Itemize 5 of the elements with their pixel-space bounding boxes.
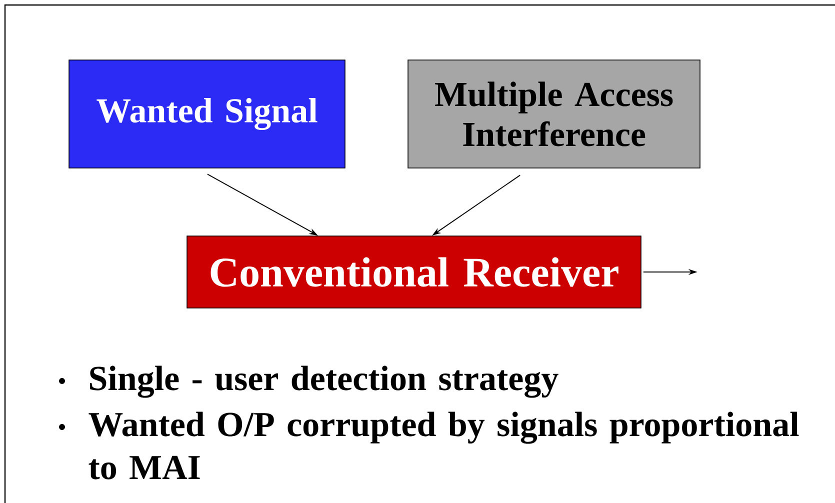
bullet-text: Single - user detection strategy (90, 366, 558, 398)
interference-box: Multiple Access Interference (408, 60, 700, 168)
signal-box: Wanted Signal (68, 60, 346, 168)
receiver-box: Conventional Receiver (186, 236, 642, 308)
bullet-text: Wanted O/P corrupted by signals proportional to MAI (88, 412, 799, 480)
